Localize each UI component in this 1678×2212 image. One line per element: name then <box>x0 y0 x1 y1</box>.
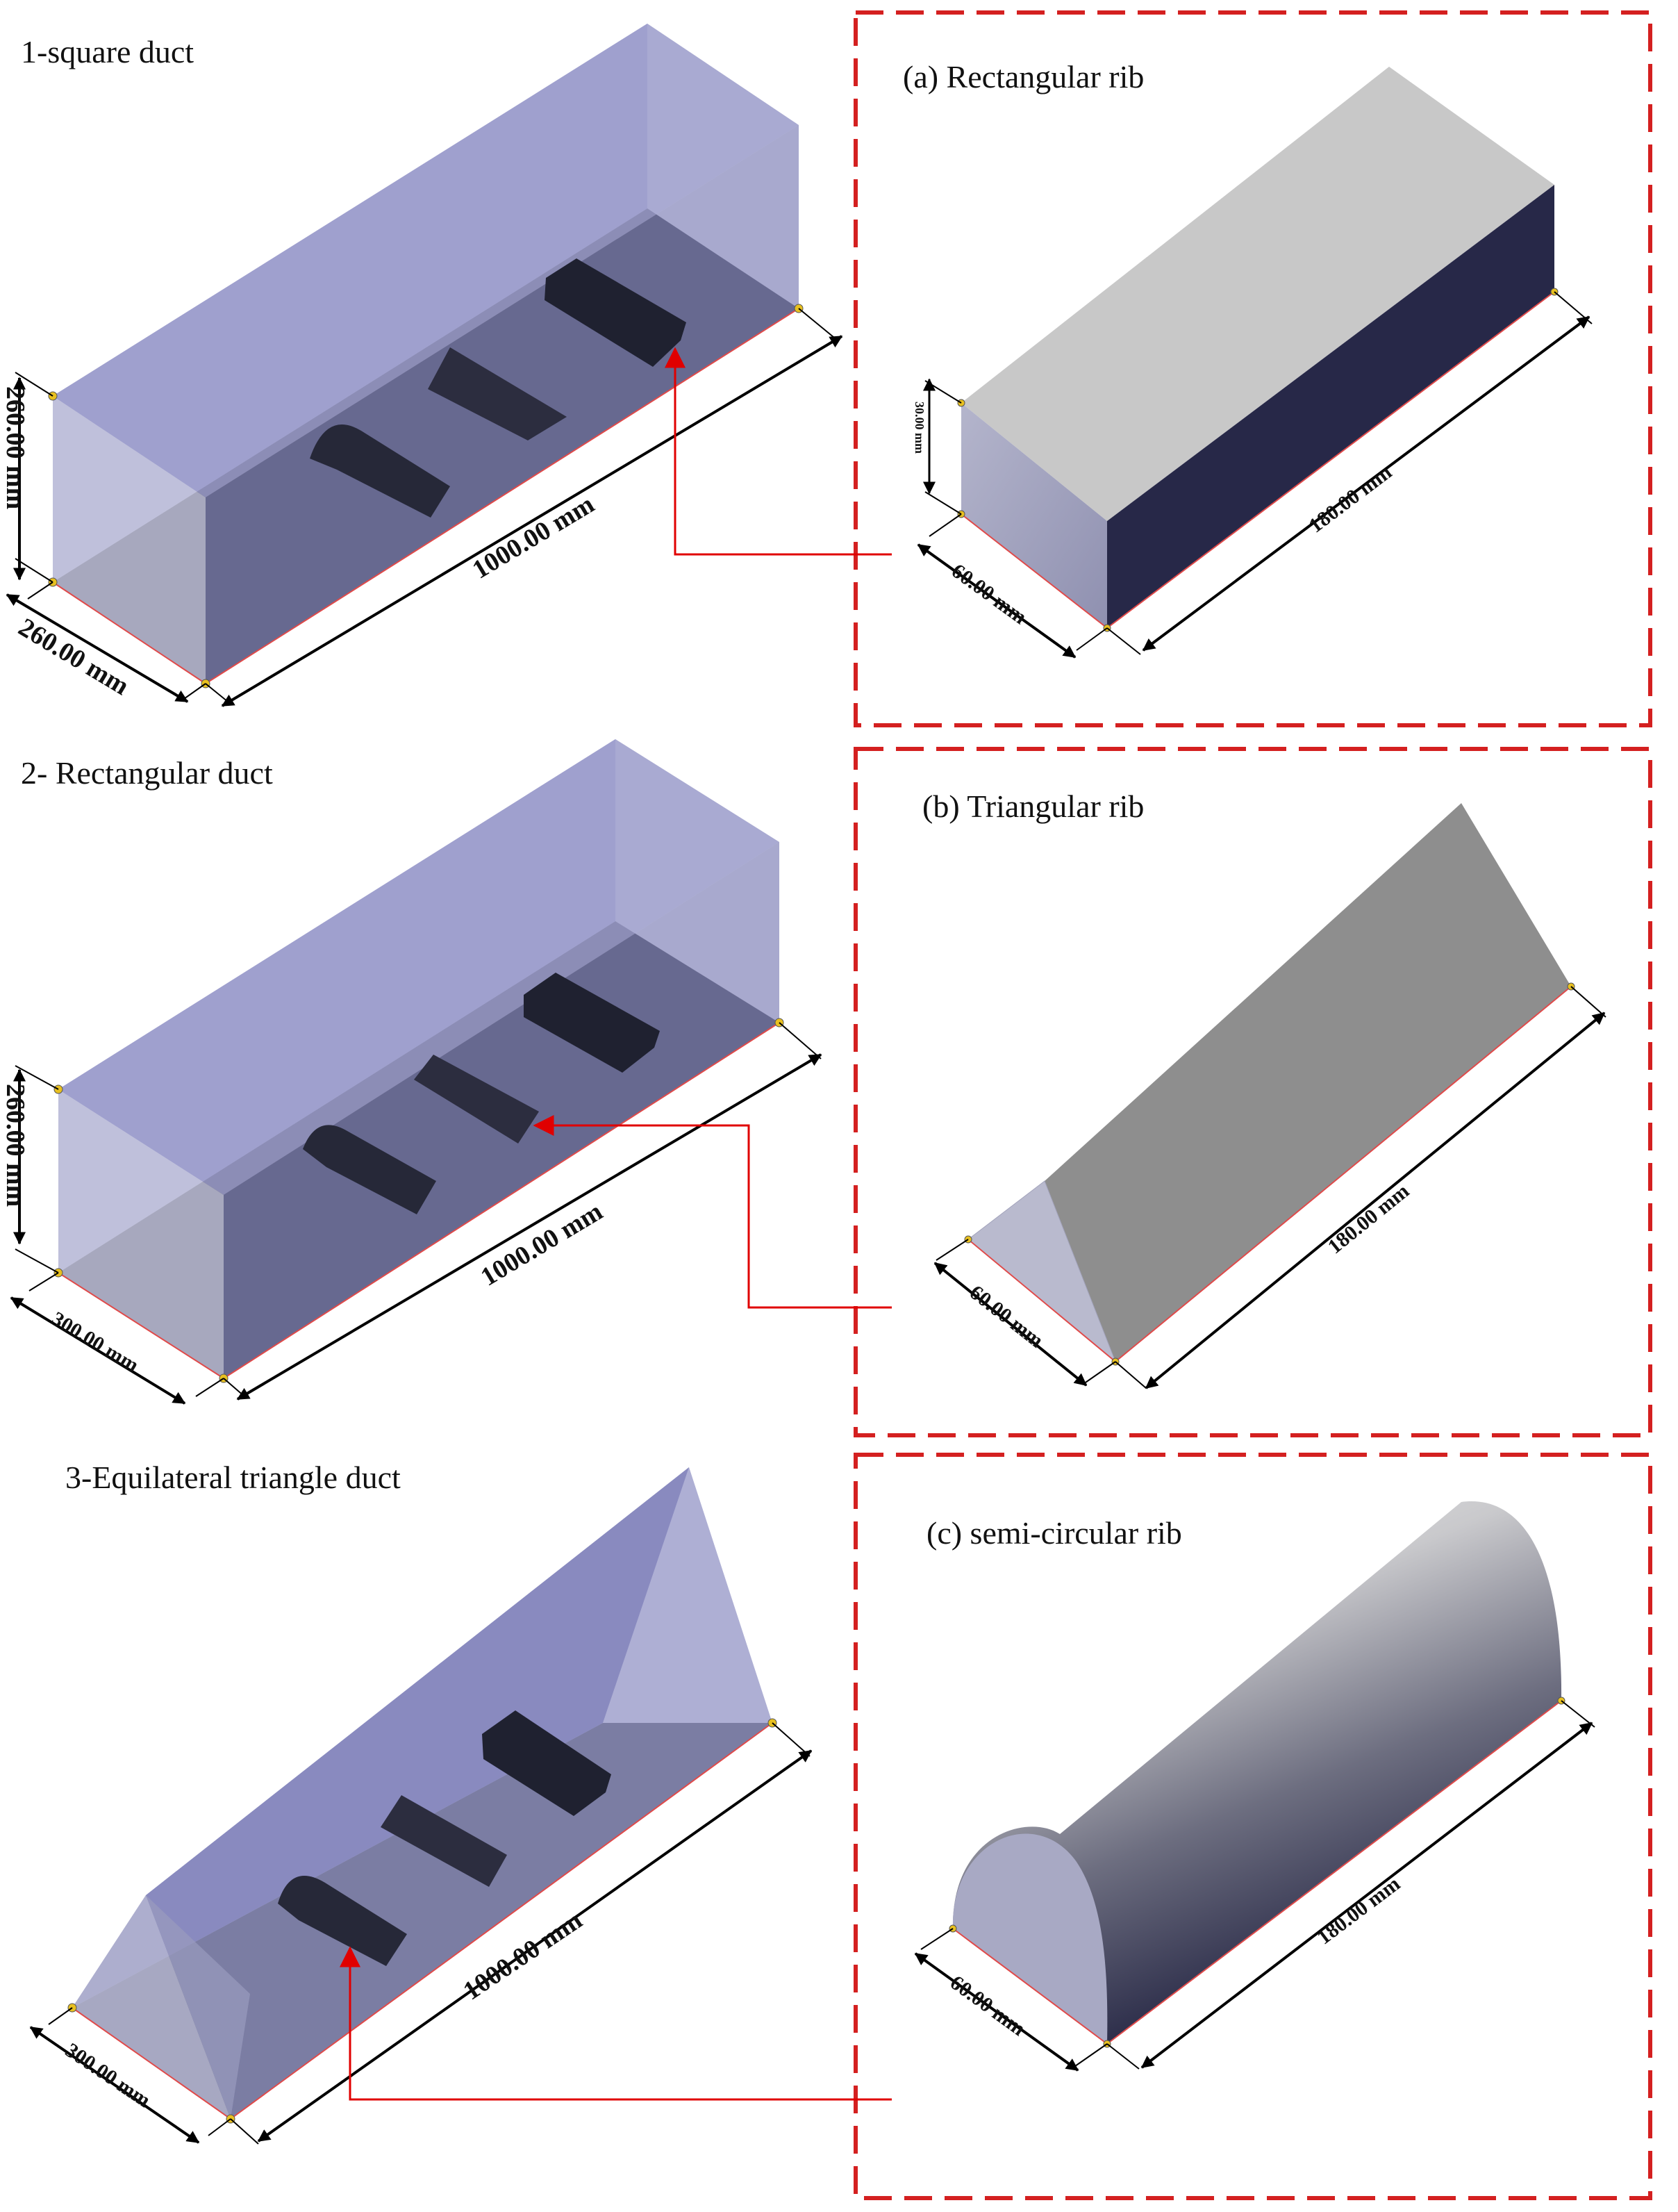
triangle-duct-title: 3-Equilateral triangle duct <box>65 1460 401 1495</box>
triangle-duct: 3-Equilateral triangle duct 300.00 mm 10… <box>29 1460 813 2145</box>
square-duct-width-label: 260.00 mm <box>13 613 134 701</box>
square-duct-title: 1-square duct <box>21 34 194 69</box>
connector-arrow-b <box>533 1115 892 1309</box>
rectangular-rib-length-label: 180.00 mm <box>1304 461 1396 538</box>
panel-border-b <box>854 747 1652 1437</box>
connector-arrow-a <box>665 347 892 556</box>
rectangular-duct-title: 2- Rectangular duct <box>21 755 273 791</box>
triangular-rib-title: (b) Triangular rib <box>922 789 1144 824</box>
semicircular-rib: (c) semi-circular rib 60.00 mm 180.00 mm <box>914 1501 1595 2072</box>
triangular-rib: (b) Triangular rib 60.00 mm 180.00 mm <box>922 789 1606 1389</box>
connector-arrow-c <box>340 1946 892 2101</box>
rectangular-duct-length-label: 1000.00 mm <box>476 1197 608 1292</box>
triangular-rib-length-label: 180.00 mm <box>1324 1180 1414 1259</box>
rectangular-duct-height-label: 260.00 mm <box>1 1084 30 1207</box>
semicircular-rib-length-label: 180.00 mm <box>1313 1872 1404 1949</box>
semicircular-rib-title: (c) semi-circular rib <box>927 1515 1182 1551</box>
square-duct-height-label: 260.00 mm <box>1 386 30 509</box>
rectangular-rib: (a) Rectangular rib 30.00 mm 60.00 mm 18… <box>903 59 1593 659</box>
rectangular-rib-width-label: 60.00 mm <box>947 559 1031 629</box>
rectangular-rib-title: (a) Rectangular rib <box>903 59 1144 94</box>
panel-border-a <box>854 10 1652 727</box>
rectangular-duct-rectangular-rib <box>524 973 660 1073</box>
square-duct: 1-square duct 260.00 mm 260.00 mm <box>1 24 843 707</box>
semicircular-rib-width-label: 60.00 mm <box>946 1971 1030 2040</box>
panel-border-c <box>854 1453 1652 2200</box>
rectangular-rib-height-label: 30.00 mm <box>913 402 927 454</box>
rectangular-duct: 2- Rectangular duct 260.00 mm 300.00 mm … <box>1 739 822 1405</box>
